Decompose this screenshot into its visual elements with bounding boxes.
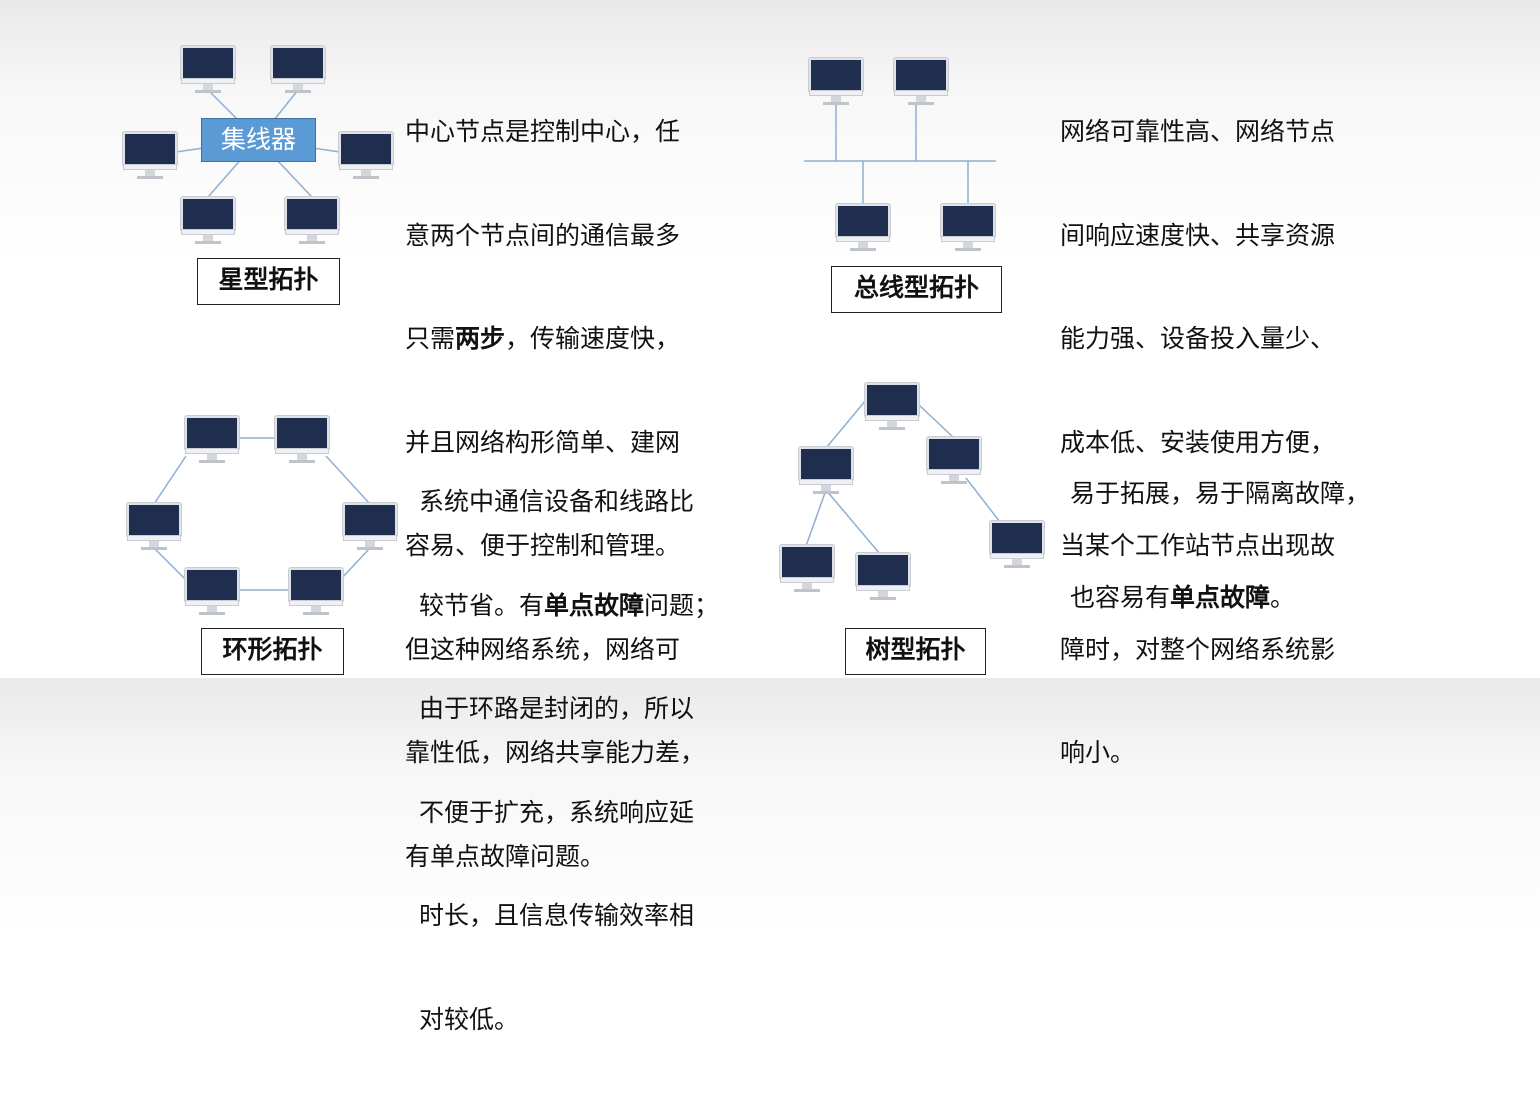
desc-line: 意两个节点间的通信最多 xyxy=(405,220,681,250)
desc-line: 响小。 xyxy=(1060,738,1136,767)
desc-line: 不便于扩充，系统响应延 xyxy=(419,797,695,827)
computer-icon xyxy=(127,503,181,553)
desc-line: 较节省。有单点故障问题； xyxy=(419,590,720,620)
computer-icon xyxy=(343,503,397,553)
computer-icon xyxy=(339,132,393,182)
desc-line: 当某个工作站节点出现故 xyxy=(1060,531,1336,560)
computer-icon xyxy=(271,46,325,96)
ring-topology-description: 系统中通信设备和线路比 较节省。有单点故障问题； 由于环路是封闭的，所以 不便于… xyxy=(419,416,719,1106)
computer-icon xyxy=(799,447,853,497)
computer-icon xyxy=(181,46,235,96)
desc-line: 系统中通信设备和线路比 xyxy=(419,487,695,516)
computer-icon xyxy=(865,383,919,433)
computer-icon xyxy=(181,197,235,247)
computer-icon xyxy=(185,568,239,618)
desc-line: 但这种网络系统，网络可 xyxy=(405,634,681,664)
desc-line: 对较低。 xyxy=(419,1004,520,1034)
computer-icon xyxy=(780,545,834,595)
computer-icon xyxy=(285,197,339,247)
desc-line: 网络可靠性高、网络节点 xyxy=(1060,117,1336,146)
computer-icon xyxy=(836,204,890,254)
desc-line: 间响应速度快、共享资源 xyxy=(1060,220,1336,250)
connection-lines xyxy=(153,89,1001,591)
desc-line: 时长，且信息传输效率相 xyxy=(419,901,695,930)
computer-icon xyxy=(941,204,995,254)
desc-line: 由于环路是封闭的，所以 xyxy=(419,694,695,723)
computer-icon xyxy=(894,58,948,108)
ring-topology-title: 环形拓扑 xyxy=(201,628,344,675)
computer-icon xyxy=(927,437,981,487)
desc-line: 只需两步，传输速度快， xyxy=(405,324,681,353)
computer-icon xyxy=(275,416,329,466)
desc-line: 成本低、安装使用方便， xyxy=(1060,427,1336,457)
desc-line: 并且网络构形简单、建网 xyxy=(405,427,681,457)
computer-icon xyxy=(289,568,343,618)
computer-icon xyxy=(123,132,177,182)
desc-line: 障时，对整个网络系统影 xyxy=(1060,634,1336,664)
tree-topology-title: 树型拓扑 xyxy=(845,628,986,675)
tree-topology-description: 易于拓展，易于隔离故障， 也容易有单点故障。 xyxy=(1070,408,1370,684)
computer-icon xyxy=(809,58,863,108)
computer-icon xyxy=(990,521,1044,571)
desc-line: 易于拓展，易于隔离故障， xyxy=(1070,479,1371,508)
computer-icon xyxy=(185,416,239,466)
star-topology-title: 星型拓扑 xyxy=(197,258,340,305)
desc-line: 能力强、设备投入量少、 xyxy=(1060,324,1336,353)
computer-icon xyxy=(856,553,910,603)
bus-topology-title: 总线型拓扑 xyxy=(831,266,1002,313)
hub-node: 集线器 xyxy=(201,118,316,162)
desc-line: 容易、便于控制和管理。 xyxy=(405,531,681,560)
desc-line: 中心节点是控制中心，任 xyxy=(405,117,681,146)
desc-line: 也容易有单点故障。 xyxy=(1070,582,1296,612)
